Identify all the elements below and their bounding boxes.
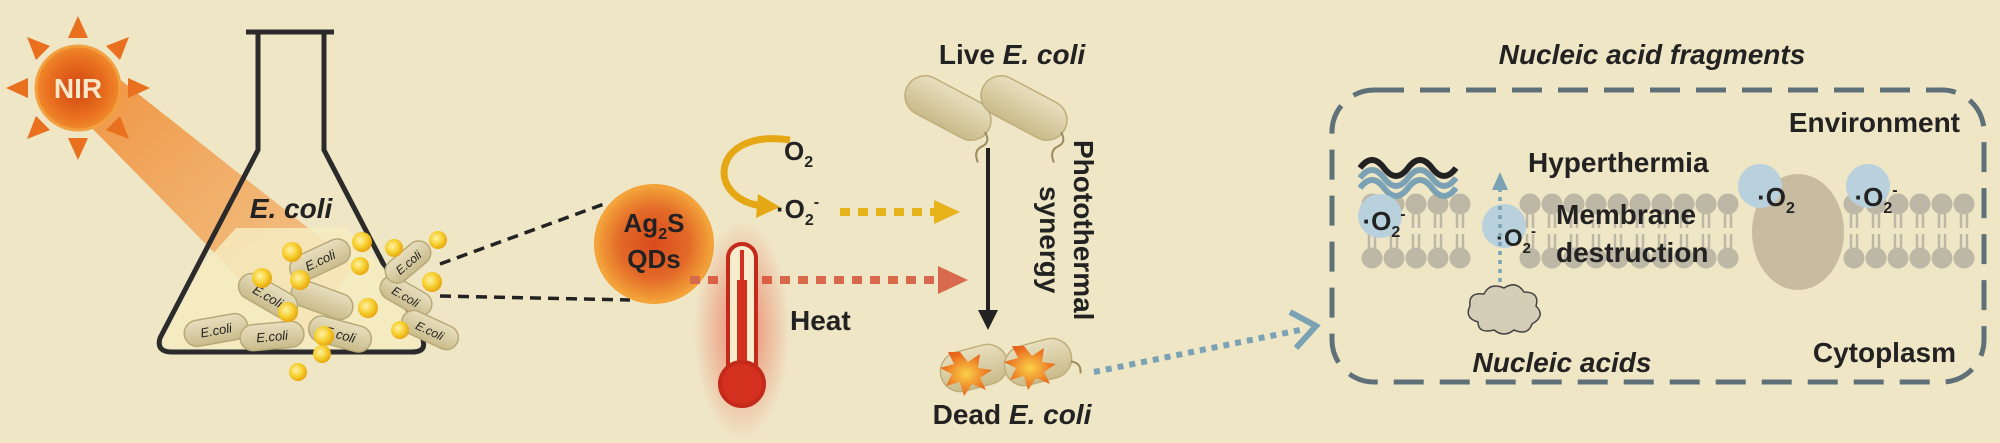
lipid-head	[1541, 247, 1563, 269]
lipid-head	[1607, 247, 1629, 269]
environment-label: Environment	[1789, 107, 1960, 138]
superoxide-radical: ·O2-	[1358, 194, 1406, 241]
lipid-head	[1629, 247, 1651, 269]
zoom-line-bottom	[439, 294, 631, 302]
lipid-head	[1607, 193, 1629, 215]
lipid-head	[1909, 247, 1931, 269]
live-rod	[980, 75, 1068, 163]
flask-rod: E.coli	[379, 275, 433, 317]
synergy-label-line1: Photothermal	[1068, 140, 1099, 320]
lipid-head	[1673, 193, 1695, 215]
o2-conversion: O2 ·O2-	[720, 135, 819, 229]
lipid-head	[1383, 247, 1405, 269]
lipid-head	[1519, 247, 1541, 269]
lipid-head	[1541, 193, 1563, 215]
lipid-head	[1887, 193, 1909, 215]
hyperthermia-label: Hyperthermia	[1528, 147, 1709, 178]
lipid-head	[1887, 247, 1909, 269]
lipid-head	[1519, 193, 1541, 215]
lipid-head	[1865, 247, 1887, 269]
rod-label: E.coli	[256, 328, 290, 346]
qd-label: QDs	[627, 244, 680, 274]
nucleic-acid-fragments-icon	[1357, 157, 1459, 199]
lipid-head	[1717, 193, 1739, 215]
lipid-head	[1651, 247, 1673, 269]
lipid-head	[1717, 247, 1739, 269]
nir-light-source: NIR	[6, 16, 150, 160]
flask-rod: E.coli	[239, 320, 305, 352]
panel-title: Nucleic acid fragments	[1499, 39, 1806, 70]
svg-text:·O2-: ·O2-	[1854, 182, 1897, 217]
lipid-head	[1695, 193, 1717, 215]
lipid-head	[1953, 247, 1975, 269]
flask-quantum-dots	[252, 231, 447, 381]
damage-burst-icon	[1004, 346, 1056, 390]
lipid-head	[1585, 247, 1607, 269]
oxygen-molecule: ·O2	[1738, 164, 1795, 217]
lipid-head	[1629, 193, 1651, 215]
rod-label: E.coli	[199, 320, 234, 340]
nucleic-acids-cloud-icon	[1467, 284, 1541, 335]
lipid-head	[1953, 193, 1975, 215]
dead-ecoli-label: Dead E. coli	[933, 399, 1093, 430]
lipid-head	[1931, 247, 1953, 269]
zoom-line-top	[439, 202, 605, 266]
thermometer-icon	[694, 220, 790, 440]
superoxide-arrow	[840, 200, 960, 224]
ag2s-quantum-dot: Ag2S QDs	[594, 184, 714, 304]
heat-label: Heat	[790, 305, 851, 336]
lipid-head	[1651, 193, 1673, 215]
lipid-head	[1405, 247, 1427, 269]
flask-rod: E.coli	[183, 312, 249, 348]
lipid-head	[1909, 193, 1931, 215]
flask-rod	[290, 279, 354, 321]
nucleic-acids-label: Nucleic acids	[1473, 347, 1652, 378]
lipid-head	[1449, 247, 1471, 269]
cytoplasm-label: Cytoplasm	[1813, 337, 1956, 368]
flask-bacteria: E.coli E.coli E.coli E.coli E.coli E.col…	[183, 238, 460, 353]
svg-text:·O2: ·O2	[1757, 182, 1795, 217]
lipid-head	[1563, 247, 1585, 269]
dead-bacteria	[939, 337, 1082, 396]
lipid-head	[1449, 193, 1471, 215]
svg-text:·O2-: ·O2-	[1362, 206, 1405, 241]
lipid-head	[1695, 247, 1717, 269]
membrane-label-line2: destruction	[1556, 237, 1708, 268]
lipid-head	[1673, 247, 1695, 269]
qd-formula: Ag2S	[624, 208, 685, 243]
superoxide-radical: ·O2-	[1482, 204, 1536, 257]
membrane-protein	[1752, 174, 1844, 290]
svg-text:·O2-: ·O2-	[1496, 223, 1536, 257]
o2-label: O2	[784, 136, 813, 171]
superoxide-radical: ·O2-	[1846, 164, 1898, 217]
live-rod	[904, 75, 992, 163]
lipid-head	[1563, 193, 1585, 215]
synergy-label-line2: synergy	[1034, 186, 1065, 294]
membrane-label-line1: Membrane	[1556, 199, 1696, 230]
damage-burst-icon	[940, 352, 992, 396]
lipid-head	[1427, 247, 1449, 269]
lipid-head	[1931, 193, 1953, 215]
lipid-head	[1405, 193, 1427, 215]
superoxide-label: ·O2-	[776, 194, 819, 229]
flask-rod: E.coli	[400, 309, 460, 351]
mechanism-panel	[1329, 87, 1987, 385]
flask-rod: E.coli	[289, 238, 351, 282]
nucleic-acid-release-arrow	[1492, 172, 1508, 300]
flask-label: E. coli	[250, 193, 334, 224]
live-bacteria	[904, 75, 1068, 163]
zoom-arrow-to-panel	[1093, 309, 1321, 375]
nir-label: NIR	[54, 73, 102, 104]
lipid-head	[1361, 247, 1383, 269]
live-ecoli-label: Live E. coli	[939, 39, 1087, 70]
lipid-head	[1843, 247, 1865, 269]
lipid-head	[1585, 193, 1607, 215]
cell-membrane	[1361, 193, 1975, 269]
